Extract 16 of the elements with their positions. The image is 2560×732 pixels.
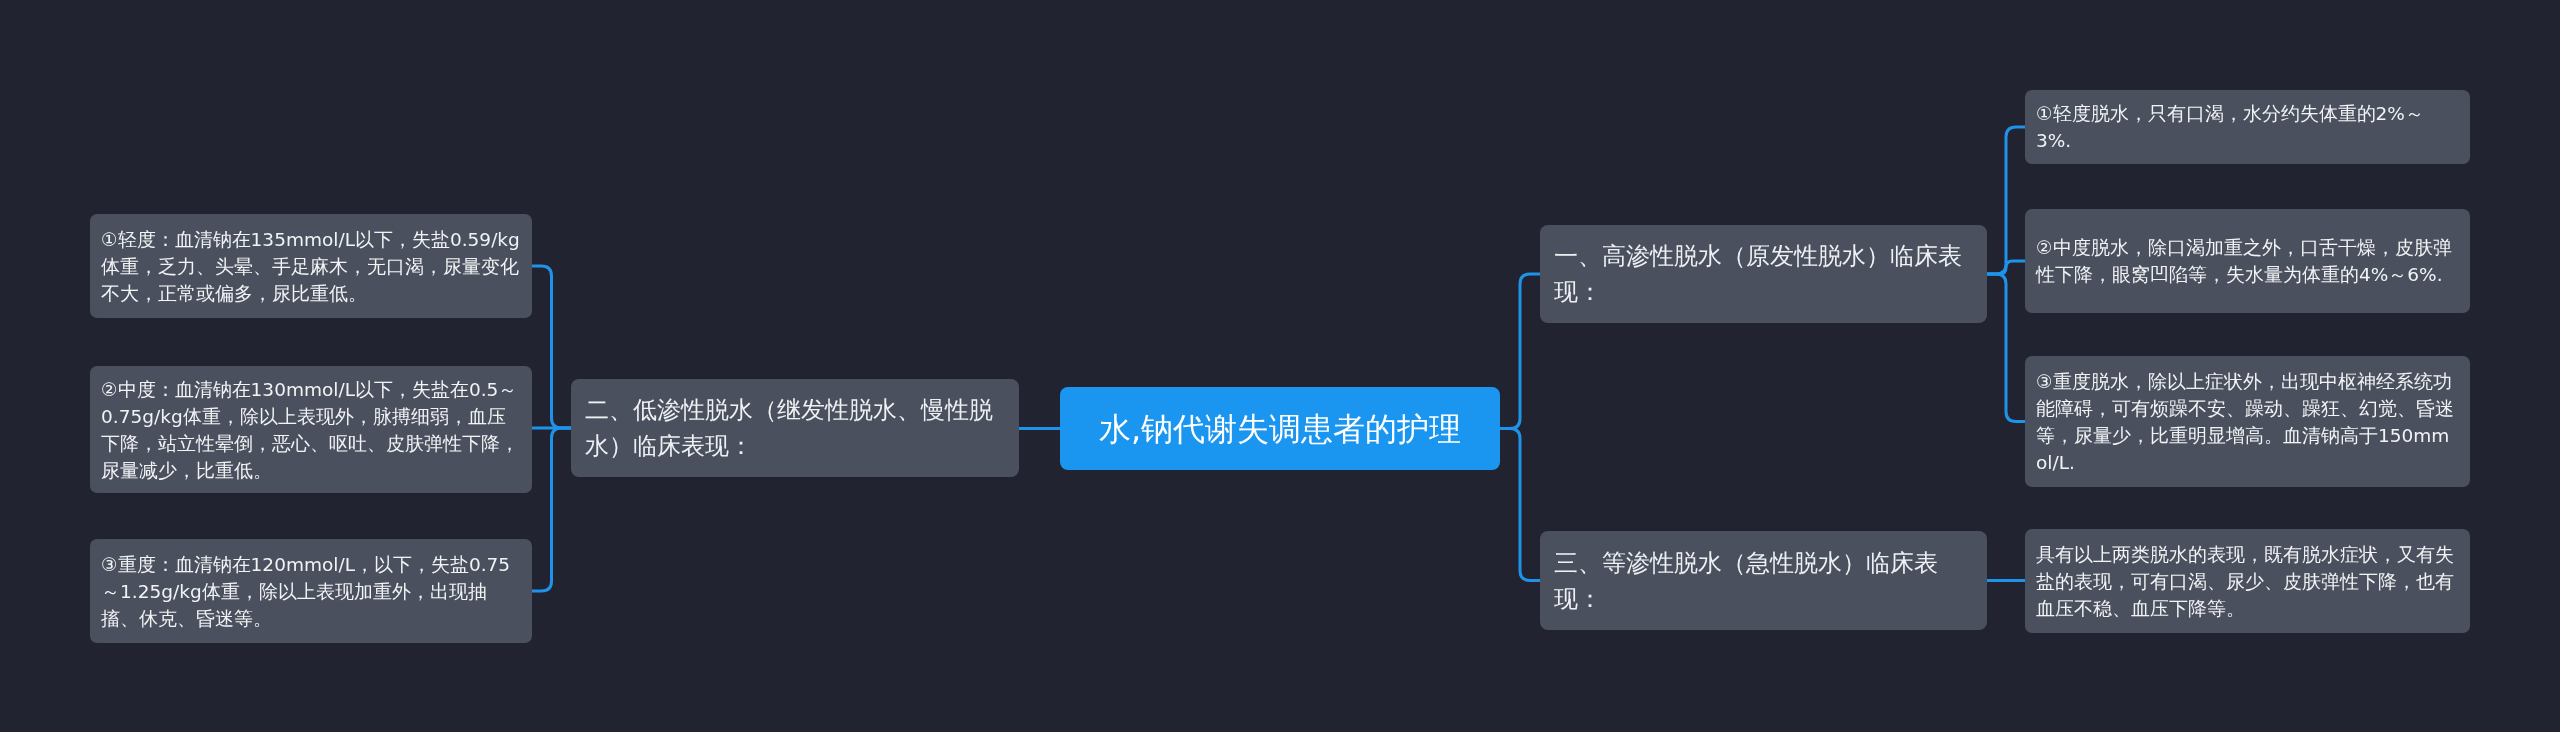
detail-note: 具有以上两类脱水的表现，既有脱水症状，又有失盐的表现，可有口渴、尿少、皮肤弹性下降，也有血压不稳、血压下降等。 [2025,529,2470,633]
branch-topic: 三、等渗性脱水（急性脱水）临床表现： [1540,531,1987,630]
connector-line [1987,579,2025,582]
branch-topic: 一、高渗性脱水（原发性脱水）临床表现： [1540,225,1987,323]
branch-topic: 二、低渗性脱水（继发性脱水、慢性脱水）临床表现： [571,379,1019,477]
detail-note: ②中度：血清钠在130mmol/L以下，失盐在0.5～0.75g/kg体重，除以上表现外，脉搏细弱，血压下降，站立性晕倒，恶心、呕吐、皮肤弹性下降，尿量减少，比重低。 [90,366,532,493]
detail-note: ①轻度：血清钠在135mmol/L以下，失盐0.59/kg体重，乏力、头晕、手足麻木，无口渴，尿量变化不大，正常或偏多，尿比重低。 [90,214,532,318]
connector-line [1987,272,2025,423]
detail-note: ①轻度脱水，只有口渴，水分约失体重的2%～3%. [2025,90,2470,164]
detail-note: ②中度脱水，除口渴加重之外，口舌干燥，皮肤弹性下降，眼窝凹陷等，失水量为体重的4%～6%. [2025,209,2470,313]
central-topic: 水,钠代谢失调患者的护理 [1060,387,1500,470]
connector-line [532,426,571,593]
detail-note: ③重度：血清钠在120mmol/L，以下，失盐0.75～1.25g/kg体重，除以上表现加重外，出现抽搐、休克、昏迷等。 [90,539,532,643]
detail-note: ③重度脱水，除以上症状外，出现中枢神经系统功能障碍，可有烦躁不安、躁动、躁狂、幻觉、昏迷等，尿量少，比重明显增高。血清钠高于150mmol/L. [2025,356,2470,487]
connector-line [1500,427,1540,582]
connector-line [1019,427,1060,430]
